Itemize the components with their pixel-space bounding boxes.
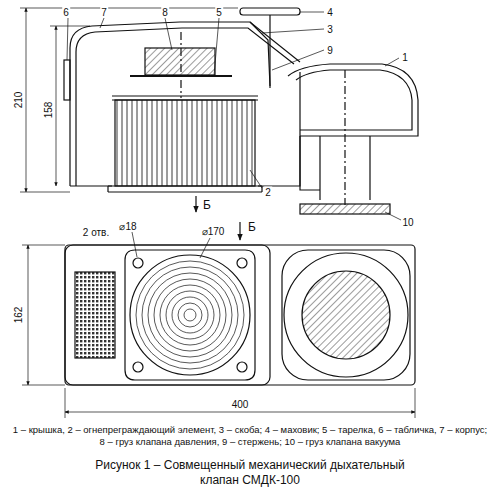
cover	[288, 64, 418, 136]
arrester-ring	[184, 309, 196, 321]
callout-number: 1	[401, 52, 409, 63]
pressure-weight	[145, 48, 215, 75]
top-view	[20, 8, 418, 220]
dimension: ⌀170	[201, 226, 226, 237]
arrester-ring	[166, 291, 214, 339]
figure-caption: Рисунок 1 – Совмещенный механический дых…	[90, 458, 410, 488]
callout-number: 9	[326, 45, 334, 56]
grille	[75, 272, 115, 358]
housing	[70, 22, 300, 186]
stem	[344, 70, 345, 205]
section-mark: Б	[202, 199, 212, 212]
callout-number: 3	[326, 24, 334, 35]
arrester-ring	[130, 255, 250, 375]
arrester-ring	[160, 285, 220, 345]
callout-number: 7	[100, 7, 108, 18]
bracket	[250, 22, 270, 86]
callout-number: 6	[62, 7, 70, 18]
arrester-ring	[148, 273, 232, 357]
parts-list: 1 – крышка, 2 – огнепреграждающий элемен…	[12, 424, 488, 448]
vacuum-port	[302, 271, 390, 359]
dimension: 400	[231, 399, 250, 410]
flange	[125, 250, 255, 380]
arrester-ring	[142, 267, 238, 363]
callout-number: 4	[326, 7, 334, 18]
bottom-view	[22, 222, 415, 418]
nameplate	[64, 60, 70, 100]
dimension: 210	[13, 91, 24, 110]
callout-number: 8	[161, 7, 169, 18]
dimension: 162	[13, 306, 24, 325]
vacuum-weight	[300, 204, 390, 214]
dimension: 2 отв.	[82, 227, 110, 238]
base-outline	[65, 245, 415, 385]
dimension: ⌀18	[118, 221, 137, 232]
arrester-ring	[136, 261, 244, 369]
handwheel	[240, 8, 300, 15]
arrester-ring	[154, 279, 226, 351]
arrester-ring	[178, 303, 202, 327]
callout-number: 2	[264, 187, 272, 198]
flame-arrester	[115, 100, 255, 186]
callout-number: 5	[215, 7, 223, 18]
dimension: 158	[43, 101, 54, 120]
callout-number: 10	[401, 217, 414, 228]
arrester-ring	[172, 297, 208, 333]
section-mark: Б	[247, 221, 257, 234]
